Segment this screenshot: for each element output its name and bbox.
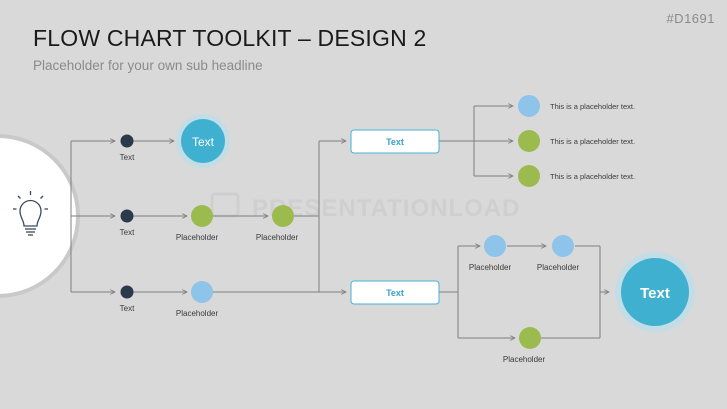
top-right-node-3	[518, 165, 540, 187]
top-right-label-1: This is a placeholder text.	[550, 102, 635, 111]
row1-circle: Text	[176, 114, 230, 168]
row2-node1	[191, 205, 213, 227]
bottom-right-label-3: Placeholder	[503, 355, 546, 364]
page-title: FLOW CHART TOOLKIT – DESIGN 2	[33, 25, 427, 51]
bottom-right-node-1	[484, 235, 506, 257]
watermark: PRESENTATIONLOAD	[210, 192, 520, 222]
top-right-label-2: This is a placeholder text.	[550, 137, 635, 146]
box-top-label: Text	[386, 137, 404, 147]
lightbulb-icon	[13, 191, 48, 236]
row1-circle-label: Text	[192, 135, 215, 149]
box-bottom: Text	[350, 280, 440, 305]
box-top: Text	[350, 129, 440, 154]
row3-dot	[120, 285, 134, 299]
bottom-right-node-2	[552, 235, 574, 257]
bottom-right-label-1: Placeholder	[469, 263, 512, 272]
box-bottom-label: Text	[386, 288, 404, 298]
watermark-text: PRESENTATIONLOAD	[252, 195, 520, 222]
row2-node2-label: Placeholder	[256, 233, 299, 242]
row3-node	[191, 281, 213, 303]
row1-dot-label: Text	[120, 153, 135, 162]
row2-node2	[272, 205, 294, 227]
bottom-right-node-3	[519, 327, 541, 349]
final-circle-label: Text	[640, 285, 670, 302]
final-circle: Text	[615, 252, 695, 332]
row2-dot-label: Text	[120, 228, 135, 237]
row3-node-label: Placeholder	[176, 309, 219, 318]
top-right-label-3: This is a placeholder text.	[550, 172, 635, 181]
bottom-right-label-2: Placeholder	[537, 263, 580, 272]
page-subtitle: Placeholder for your own sub headline	[33, 58, 263, 73]
connectors	[70, 106, 609, 338]
top-right-node-1	[518, 95, 540, 117]
slide-code: #D1691	[666, 11, 715, 26]
row2-node1-label: Placeholder	[176, 233, 219, 242]
top-right-node-2	[518, 130, 540, 152]
row1-dot	[120, 134, 134, 148]
row3-dot-label: Text	[120, 304, 135, 313]
row2-dot	[120, 209, 134, 223]
